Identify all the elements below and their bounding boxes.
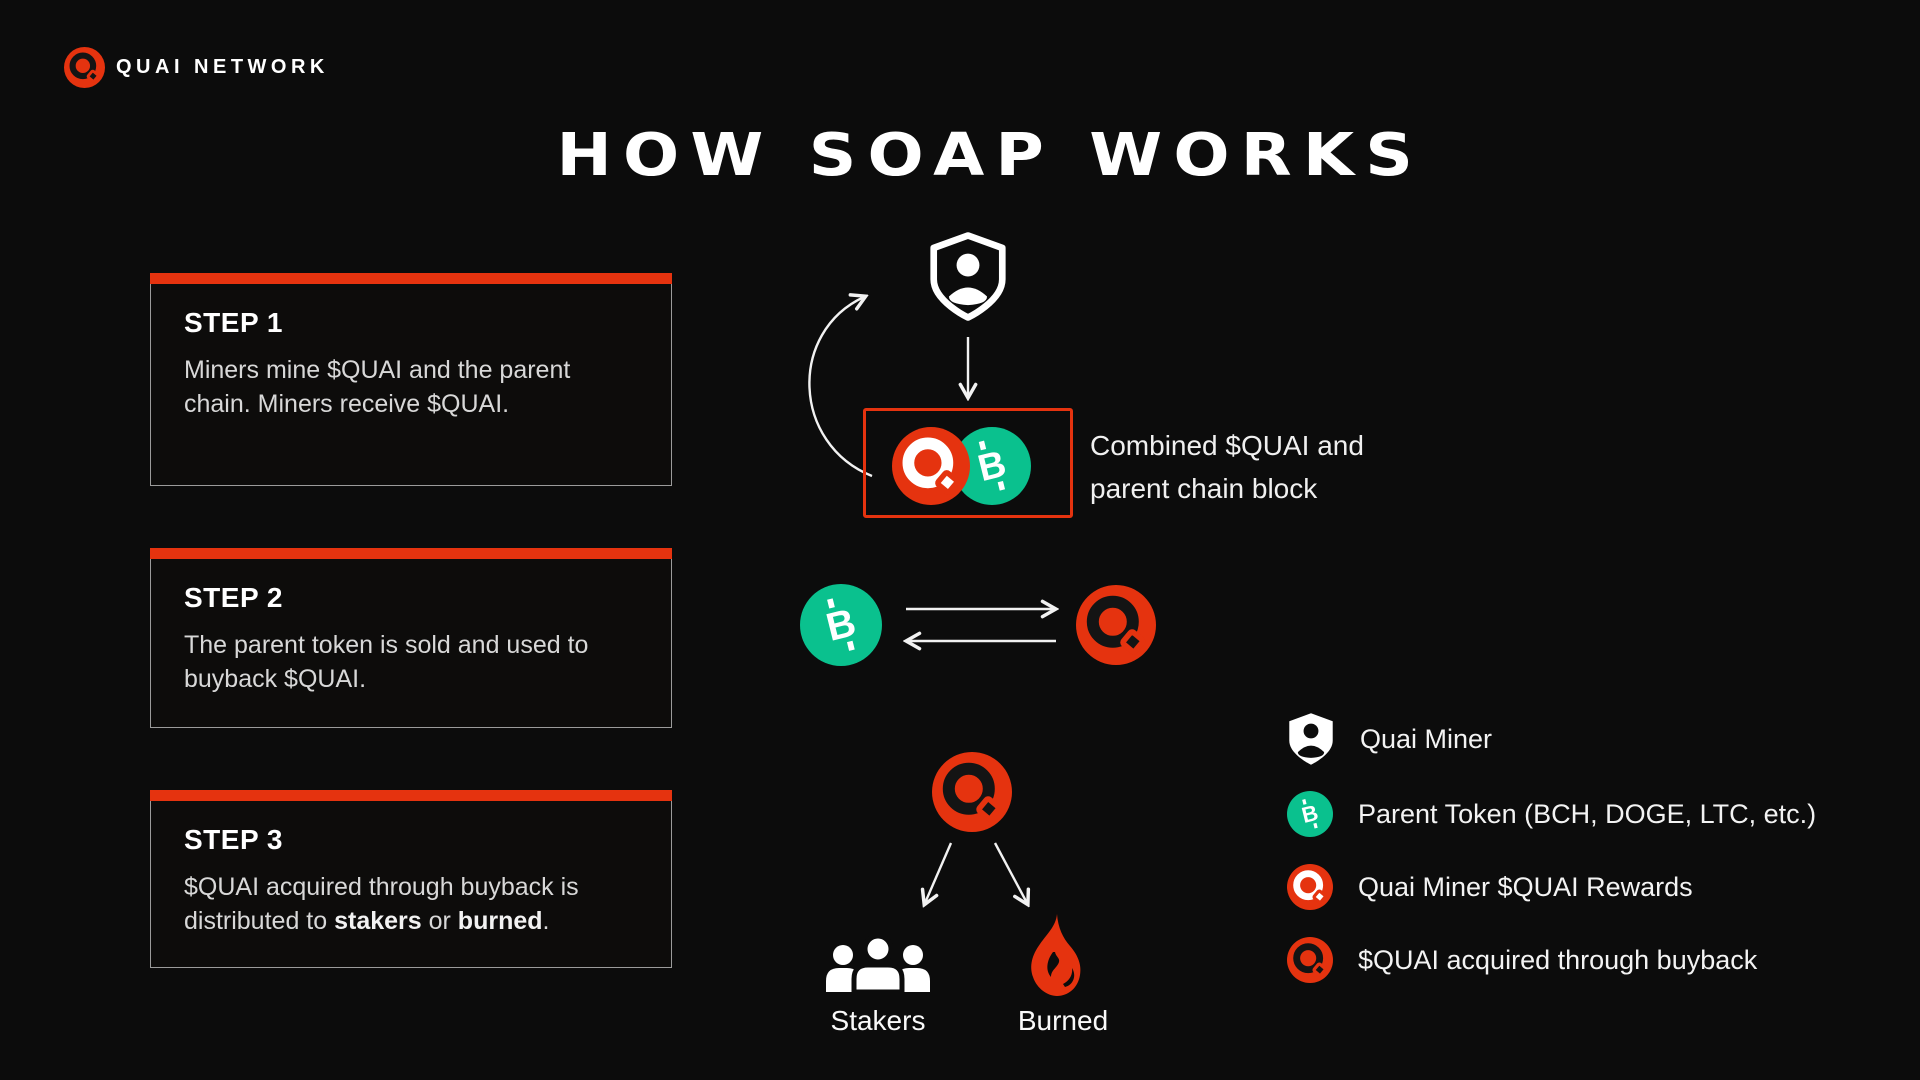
combined-block-label-line2: parent chain block	[1090, 473, 1318, 504]
step-1-text-line1: Miners mine $QUAI and the parent	[184, 356, 571, 384]
arrow-to-stakers	[925, 842, 953, 903]
step-1-text-line2: chain. Miners receive $QUAI.	[184, 390, 510, 418]
parent-token-coin-icon	[1287, 791, 1333, 837]
step-3-stakers-bold: stakers	[334, 907, 422, 935]
quai-rewards-coin-icon	[892, 427, 970, 505]
step-3-text-line2-end: .	[542, 907, 550, 935]
step-1-text: Miners mine $QUAI and the parent chain. M…	[184, 353, 570, 421]
step-3-label: STEP 3	[184, 824, 283, 855]
step-3-card: STEP 3 $QUAI acquired through buyback is…	[150, 790, 672, 968]
step-3-text-line2-mid: or	[421, 907, 458, 935]
step-1-card: STEP 1 Miners mine $QUAI and the parent c…	[150, 273, 672, 486]
step-2-text: The parent token is sold and used to buyb…	[184, 628, 588, 696]
burned-label: Burned	[1017, 1005, 1109, 1036]
step-1-label: STEP 1	[184, 307, 283, 338]
parent-token-coin-icon	[800, 584, 882, 666]
step-2-label: STEP 2	[184, 582, 283, 613]
step-3-text: $QUAI acquired through buyback is distrib…	[184, 870, 579, 938]
arrow-to-burned	[993, 842, 1027, 903]
combined-block-outline	[863, 408, 1073, 518]
page-title: HOW SOAP WORKS	[556, 120, 1424, 189]
quai-buyback-coin-icon	[1076, 585, 1156, 665]
legend-item-parent-token: Parent Token (BCH, DOGE, LTC, etc.)	[1287, 785, 1816, 843]
title-wrap: HOW SOAP WORKS	[530, 120, 1450, 189]
legend-label: Parent Token (BCH, DOGE, LTC, etc.)	[1358, 798, 1817, 829]
burned-flame-icon	[1027, 914, 1083, 1000]
brand-header: QUAI NETWORK	[64, 47, 329, 88]
quai-buyback-coin-icon	[1287, 937, 1333, 983]
legend-item-quai-buyback: $QUAI acquired through buyback	[1287, 931, 1757, 989]
step-2-card: STEP 2 The parent token is sold and used…	[150, 548, 672, 728]
quai-buyback-coin-icon	[932, 752, 1012, 832]
step-1-accent-bar	[150, 273, 672, 284]
step-3-accent-bar	[150, 790, 672, 801]
combined-block-label: Combined $QUAI and parent chain block	[1090, 424, 1364, 510]
quai-rewards-coin-icon	[1287, 864, 1333, 910]
step-2-text-line1: The parent token is sold and used to	[184, 631, 589, 659]
stakers-people-icon	[822, 936, 934, 996]
legend-item-quai-miner: Quai Miner	[1287, 710, 1492, 768]
stakers-label: Stakers	[830, 1005, 926, 1036]
quai-miner-shield-icon	[1287, 711, 1335, 767]
step-3-text-line1: $QUAI acquired through buyback is	[184, 873, 579, 901]
legend-label: Quai Miner	[1360, 723, 1493, 754]
legend-label: Quai Miner $QUAI Rewards	[1358, 871, 1693, 902]
quai-logo-icon	[64, 47, 105, 88]
step-3-text-line2-pre: distributed to	[184, 907, 335, 935]
step-2-accent-bar	[150, 548, 672, 559]
step-2-text-line2: buyback $QUAI.	[184, 665, 367, 693]
brand-name: QUAI NETWORK	[116, 56, 329, 78]
quai-miner-shield-icon	[928, 231, 1008, 322]
legend-label: $QUAI acquired through buyback	[1358, 944, 1758, 975]
legend-item-quai-rewards: Quai Miner $QUAI Rewards	[1287, 858, 1693, 916]
step-3-burned-bold: burned	[457, 907, 543, 935]
combined-block-label-line1: Combined $QUAI and	[1090, 430, 1364, 461]
